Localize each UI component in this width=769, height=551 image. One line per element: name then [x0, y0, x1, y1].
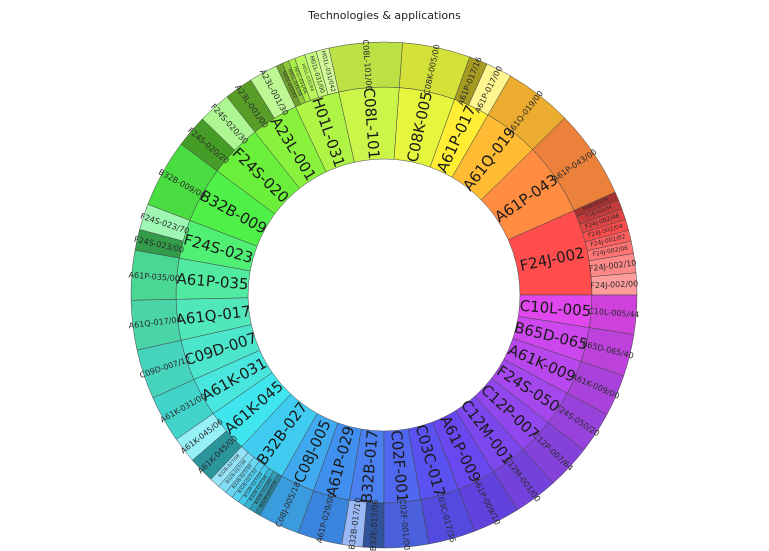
sunburst-outer-segment-b32e-017-06 [362, 502, 385, 549]
sunburst-outer-segment-c10l-005-44 [589, 294, 638, 335]
sunburst-outer-segment-a61p-035-00 [130, 249, 180, 301]
sunburst-outer-segment-c08l-101-00 [328, 41, 403, 93]
chart-title: Technologies & applications [308, 9, 461, 22]
